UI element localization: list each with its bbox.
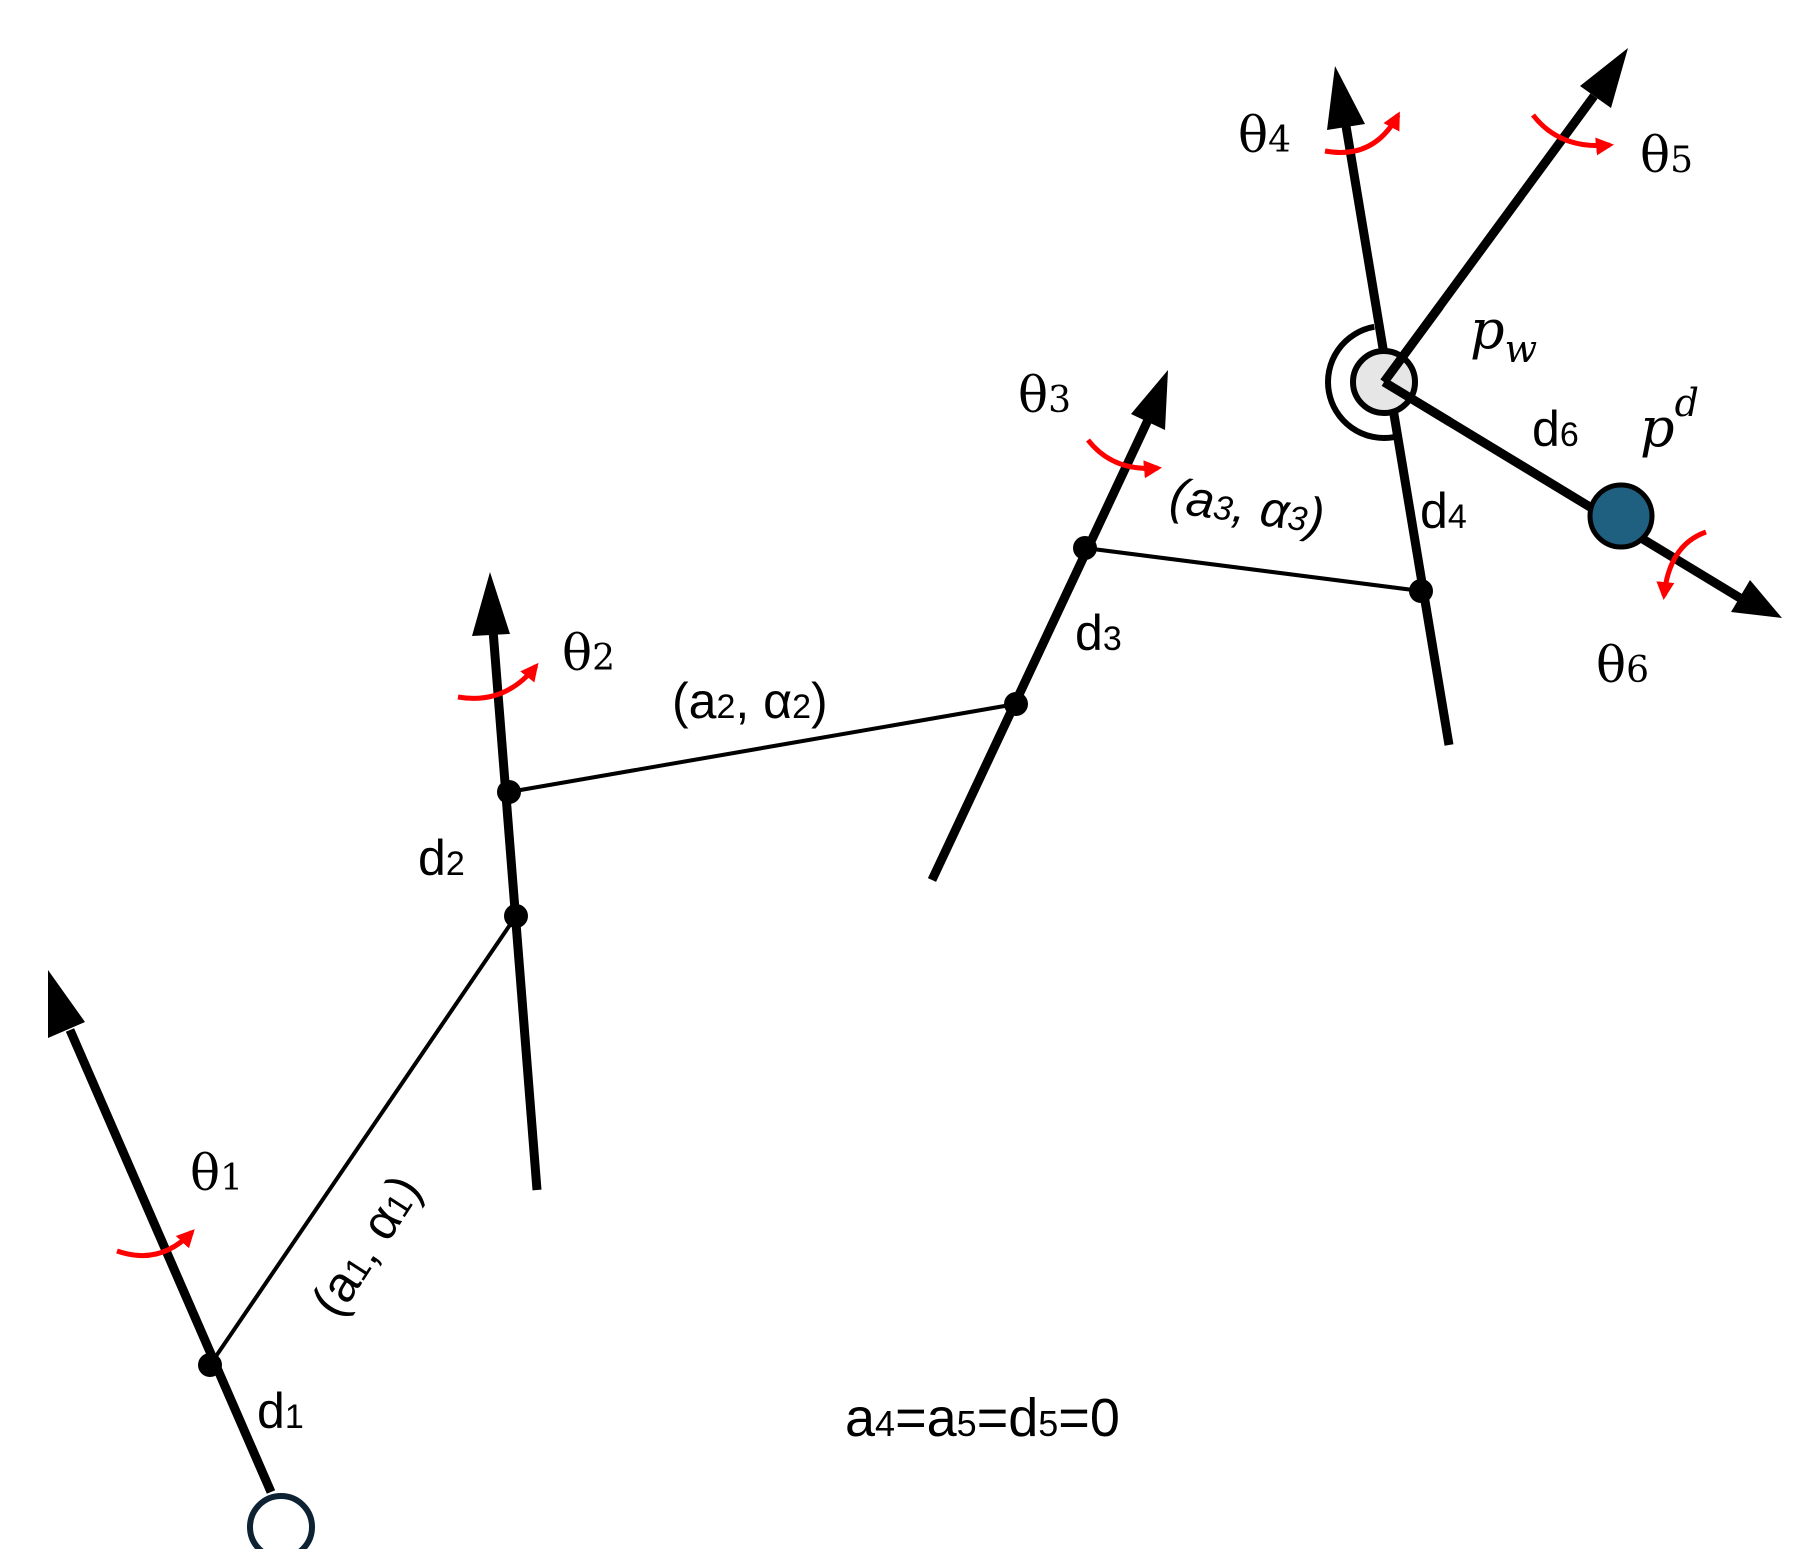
wrist-joint6-seg xyxy=(1381,378,1453,426)
svg-text:(a1, α1): (a1, α1) xyxy=(300,1165,432,1326)
link1-label: (a1, α1) xyxy=(300,1165,432,1326)
d4-label: d4 xyxy=(1420,483,1467,539)
joint6-axis-arrowhead xyxy=(1731,580,1782,618)
joint2-upper-dot xyxy=(497,780,521,804)
link2-label: (a2, α2) xyxy=(672,673,828,729)
d2-label: d2 xyxy=(418,830,465,886)
d1-label: d1 xyxy=(257,1383,304,1439)
theta5-label: θ5 xyxy=(1640,126,1693,184)
joint4-axis xyxy=(1340,119,1454,746)
wrist-joint5-seg xyxy=(1380,303,1444,385)
theta4-label: θ4 xyxy=(1238,106,1291,164)
d3-label: d3 xyxy=(1075,605,1122,661)
svg-text:(a3, α3): (a3, α3) xyxy=(1166,467,1328,544)
theta2-label: θ2 xyxy=(562,624,615,682)
theta3-label: θ3 xyxy=(1018,366,1071,424)
theta1-rotation-arrow xyxy=(116,1229,195,1259)
joint4-lower-dot xyxy=(1409,579,1433,603)
theta6-label: θ6 xyxy=(1596,636,1649,694)
joint2-axis-arrowhead xyxy=(472,572,510,636)
link3-label: (a3, α3) xyxy=(1166,467,1328,544)
theta2-rotation-arrow xyxy=(457,662,539,701)
end-effector-circle xyxy=(1587,482,1655,550)
base-circle xyxy=(247,1493,315,1549)
theta1-label: θ1 xyxy=(190,1144,243,1202)
joint3-upper-dot xyxy=(1073,536,1097,560)
link2-line xyxy=(508,702,1017,794)
constraint-label: a4=a5=d5=0 xyxy=(845,1388,1120,1448)
theta5-rotation-arrow xyxy=(1531,113,1614,156)
joint2-lower-dot xyxy=(504,904,528,928)
joint4-axis-arrowhead xyxy=(1327,66,1365,130)
end-effector-label: pd xyxy=(1640,381,1699,459)
wrist-rotation-ring xyxy=(1325,323,1395,441)
link1-line xyxy=(208,914,518,1367)
theta6-rotation-arrow xyxy=(1656,529,1707,600)
joint5-axis-arrowhead xyxy=(1580,48,1628,108)
d6-label: d6 xyxy=(1532,401,1579,457)
joint3-lower-dot xyxy=(1004,692,1028,716)
theta3-rotation-arrow xyxy=(1086,438,1162,479)
joint1-axis xyxy=(65,1028,276,1494)
joint1-link-dot xyxy=(198,1353,222,1377)
joint3-axis xyxy=(927,418,1153,882)
joint3-axis-arrowhead xyxy=(1131,370,1168,430)
link3-line xyxy=(1084,546,1422,593)
theta4-rotation-arrow xyxy=(1324,111,1401,155)
wrist-center-label: pw xyxy=(1470,298,1537,371)
joint1-axis-arrowhead xyxy=(48,970,85,1038)
